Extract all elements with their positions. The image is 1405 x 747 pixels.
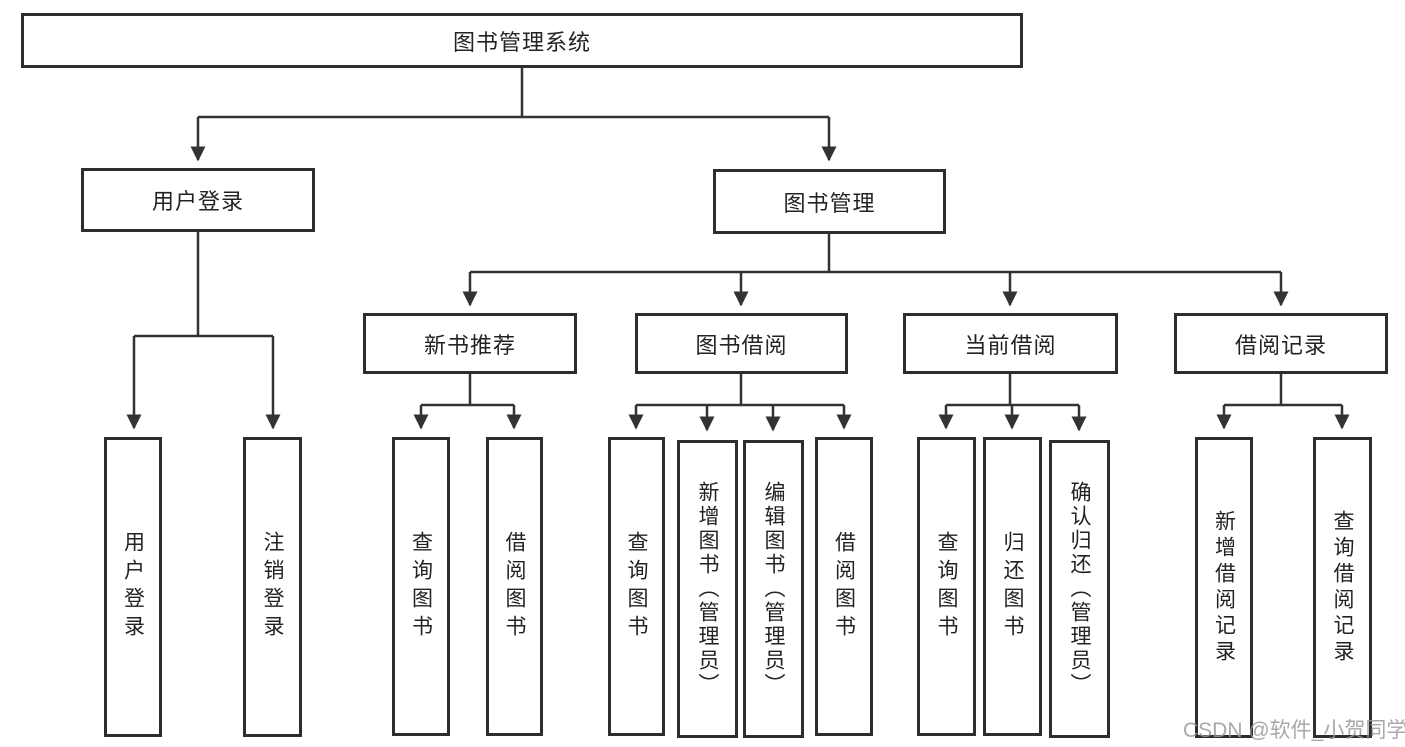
node-new-book-recommend: 新书推荐 <box>363 313 577 374</box>
leaf-borrow-add-books-admin-label: 新增图书（管理员） <box>696 481 719 697</box>
leaf-recommend-query-books: 查询图书 <box>392 437 450 736</box>
node-user-login: 用户登录 <box>81 168 315 232</box>
leaf-recommend-borrow-books: 借阅图书 <box>486 437 543 736</box>
node-borrow-records: 借阅记录 <box>1174 313 1388 374</box>
leaf-current-confirm-return-admin: 确认归还（管理员） <box>1049 440 1110 738</box>
leaf-borrow-borrow-books: 借阅图书 <box>815 437 873 736</box>
leaf-borrow-query-books: 查询图书 <box>608 437 665 736</box>
node-user-login-label: 用户登录 <box>151 189 244 214</box>
leaf-logout: 注销登录 <box>243 437 302 737</box>
node-book-management-label: 图书管理 <box>783 190 876 216</box>
leaf-borrow-borrow-books-label: 借阅图书 <box>832 530 856 643</box>
node-new-book-recommend-label: 新书推荐 <box>423 332 516 358</box>
leaf-borrow-edit-books-admin: 编辑图书（管理员） <box>743 440 804 738</box>
leaf-user-login-label: 用户登录 <box>121 531 145 643</box>
node-root: 图书管理系统 <box>21 13 1023 68</box>
leaf-borrow-add-books-admin: 新增图书（管理员） <box>677 440 738 738</box>
leaf-borrow-edit-books-admin-label: 编辑图书（管理员） <box>762 481 785 697</box>
leaf-borrow-query-books-label: 查询图书 <box>625 530 648 643</box>
leaf-records-query-record: 查询借阅记录 <box>1313 437 1372 738</box>
leaf-records-add-record-label: 新增借阅记录 <box>1212 509 1236 666</box>
node-current-borrow: 当前借阅 <box>903 313 1118 374</box>
leaf-current-return-books: 归还图书 <box>983 437 1042 736</box>
leaf-current-return-books-label: 归还图书 <box>1001 530 1024 643</box>
node-book-management: 图书管理 <box>713 169 946 234</box>
leaf-records-add-record: 新增借阅记录 <box>1195 437 1253 738</box>
leaf-current-query-books: 查询图书 <box>917 437 976 736</box>
leaf-current-confirm-return-admin-label: 确认归还（管理员） <box>1068 481 1091 697</box>
leaf-user-login: 用户登录 <box>104 437 162 737</box>
leaf-recommend-borrow-books-label: 借阅图书 <box>503 530 526 643</box>
node-current-borrow-label: 当前借阅 <box>964 332 1057 358</box>
node-book-borrow: 图书借阅 <box>635 313 848 374</box>
node-root-label: 图书管理系统 <box>452 29 591 55</box>
node-book-borrow-label: 图书借阅 <box>695 332 788 358</box>
node-borrow-records-label: 借阅记录 <box>1234 332 1327 358</box>
leaf-recommend-query-books-label: 查询图书 <box>409 530 433 643</box>
leaf-records-query-record-label: 查询借阅记录 <box>1331 509 1354 666</box>
leaf-logout-label: 注销登录 <box>261 531 284 643</box>
leaf-current-query-books-label: 查询图书 <box>935 530 958 643</box>
